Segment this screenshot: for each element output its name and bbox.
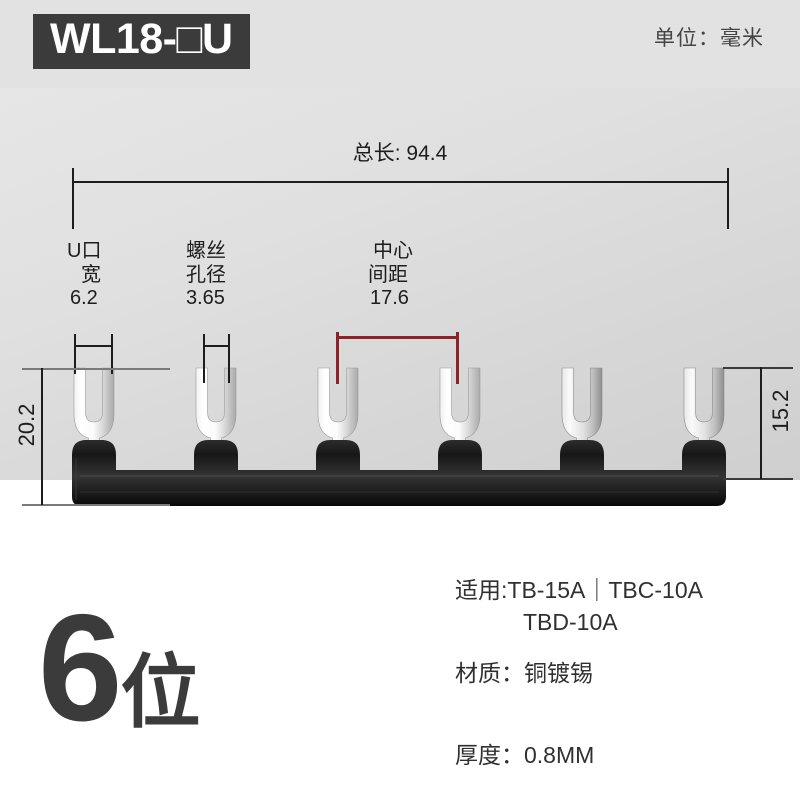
callout-screw-hole-line2: 孔径 (186, 263, 226, 286)
right-height-extension-top (723, 367, 793, 369)
unit-note: 单位：毫米 (654, 27, 764, 50)
spec-compatible-line2: TBD-10A (523, 608, 618, 635)
position-count-block: 6位 (38, 592, 201, 744)
callout-center-pitch-value: 17.6 (370, 287, 409, 310)
header-band: WL18-□U 单位：毫米 (0, 0, 800, 88)
screw-hole-diameter-leg-left (203, 334, 205, 383)
left-height-line (41, 368, 43, 505)
left-height-extension-bottom (22, 504, 170, 506)
callout-screw-hole-value: 3.65 (186, 287, 225, 310)
screw-hole-diameter-bar (203, 345, 229, 347)
left-height-value: 20.2 (14, 403, 39, 447)
model-title-badge: WL18-□U (33, 14, 250, 70)
callout-screw-hole-line1: 螺丝 (186, 240, 226, 262)
center-pitch-leg-right (456, 332, 459, 384)
drawing-stage (0, 88, 800, 480)
right-height-extension-bottom (723, 478, 793, 480)
spec-thickness: 厚度：0.8MM (455, 742, 595, 769)
position-count-unit: 位 (120, 648, 201, 737)
callout-u-opening-width: U口 宽 6.2 (67, 240, 101, 311)
callout-u-opening-width-line2: 宽 (81, 263, 101, 286)
position-count-number: 6 (38, 583, 123, 753)
screw-hole-diameter-leg-right (228, 334, 230, 383)
spec-material: 材质：铜镀锡 (455, 660, 593, 687)
u-opening-width-bar (74, 345, 112, 347)
overall-length-label: 总长: 94.4 (352, 142, 448, 165)
overall-length-line (72, 181, 728, 183)
callout-center-pitch-line2: 间距 (368, 263, 408, 286)
right-height-value: 15.2 (768, 389, 793, 433)
u-opening-width-leg-right (111, 334, 113, 374)
callout-screw-hole-diameter: 螺丝 孔径 3.65 (186, 240, 226, 311)
callout-u-opening-width-line1: U口 (67, 240, 102, 262)
callout-center-pitch: 中心 间距 17.6 (368, 240, 413, 311)
callout-center-pitch-line1: 中心 (373, 240, 413, 262)
callout-u-opening-width-value: 6.2 (70, 287, 98, 310)
overall-length-tick-left (72, 168, 74, 229)
center-pitch-bar (336, 336, 459, 339)
overall-length-tick-right (727, 168, 729, 229)
right-height-line (760, 367, 762, 479)
center-pitch-leg-left (336, 332, 339, 384)
u-opening-width-leg-left (74, 334, 76, 374)
specification-list: 适用:TB-15A｜TBC-10A TBD-10A 材质：铜镀锡 厚度：0.8M… (455, 575, 785, 772)
left-height-extension-top (22, 368, 170, 370)
spec-compatible-line1: 适用:TB-15A｜TBC-10A (455, 577, 703, 603)
